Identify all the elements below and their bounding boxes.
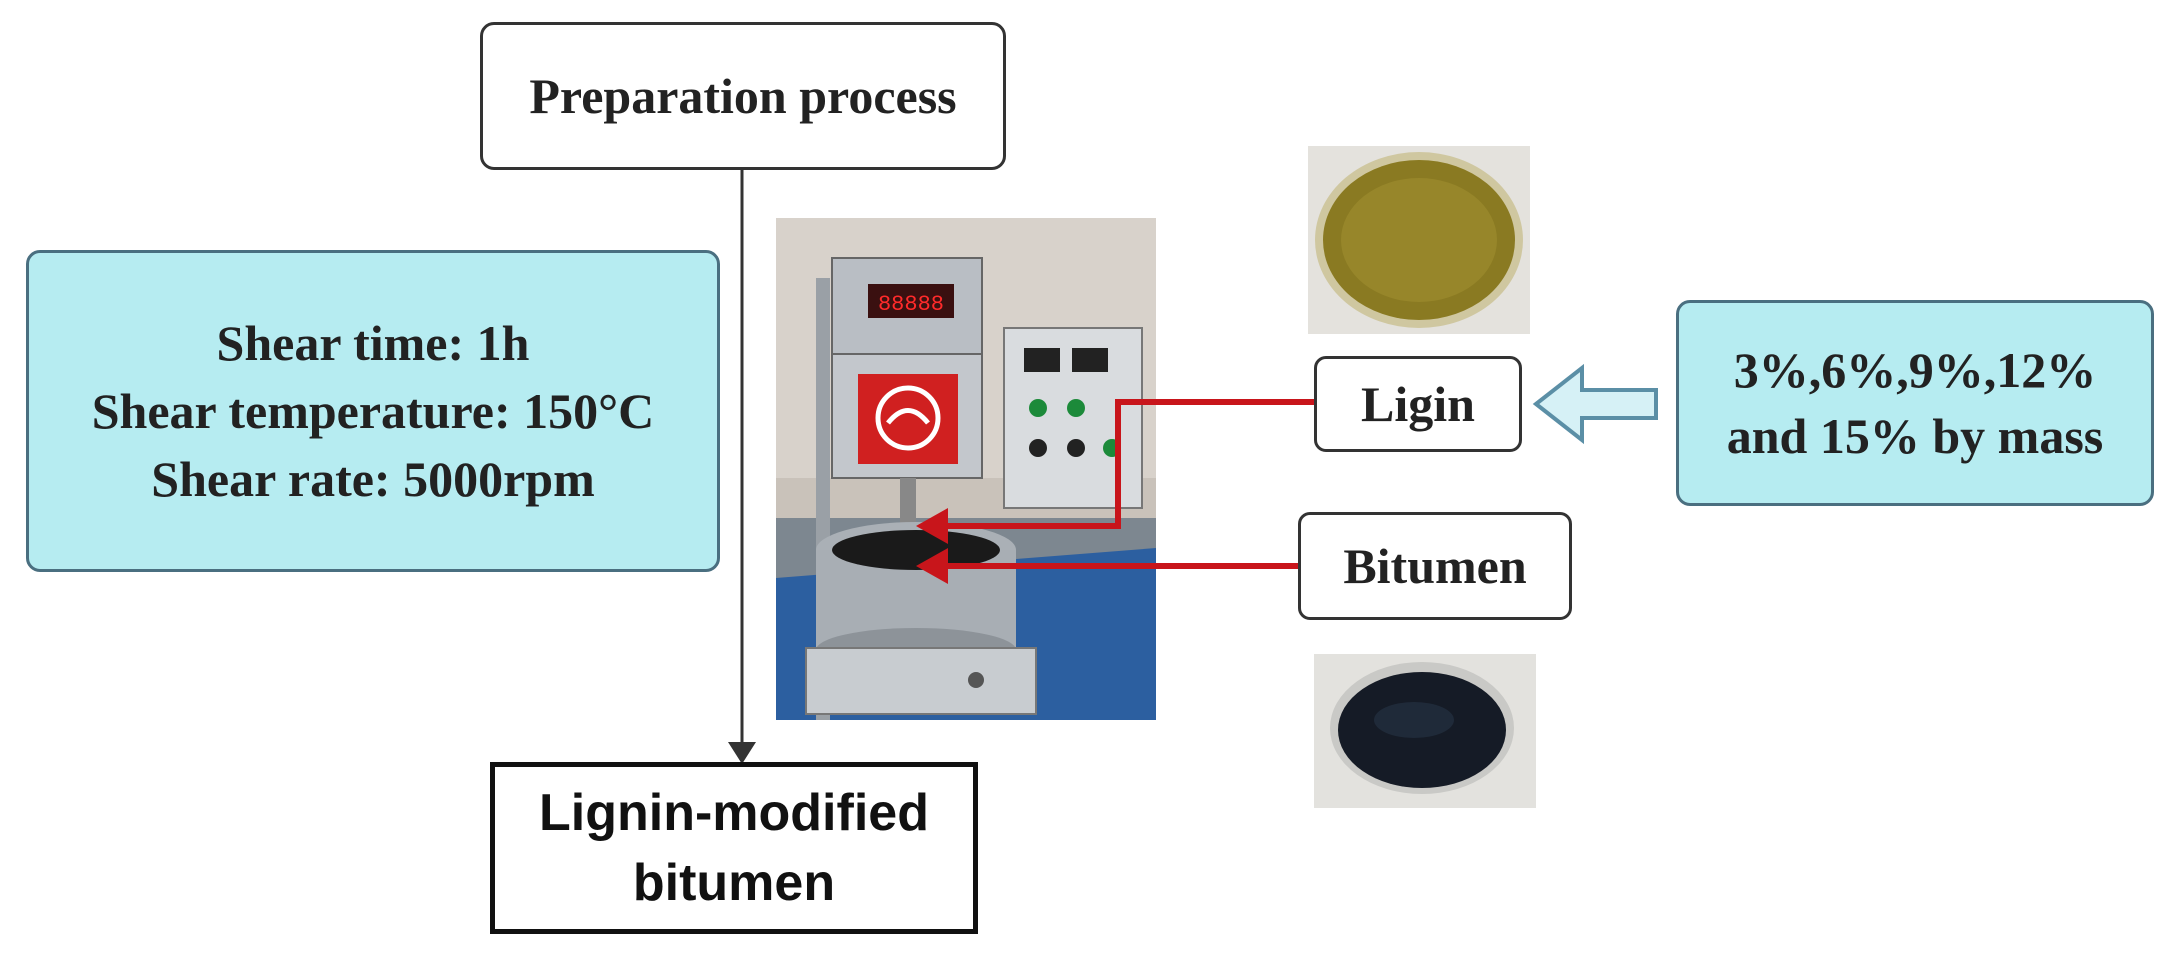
lignin-sample-photo [1308,146,1530,334]
bitumen-sample-photo [1314,654,1536,808]
preparation-process-box: Preparation process [480,22,1006,170]
ligin-feed-arrowhead [916,508,948,544]
dosage-box: 3%,6%,9%,12% and 15% by mass [1676,300,2154,506]
flow-arrow-head [728,742,756,764]
preparation-process-label: Preparation process [529,68,957,124]
ligin-box: Ligin [1314,356,1522,452]
shear-temperature-text: Shear temperature: 150°C [91,383,655,439]
dosage-block-arrow [1532,363,1658,445]
dosage-line-1: 3%,6%,9%,12% [1733,342,2097,398]
result-line-1: Lignin-modified [539,784,929,842]
bitumen-box: Bitumen [1298,512,1572,620]
result-box: Lignin-modified bitumen [490,762,978,934]
shear-mixer-photo: 88888 [776,218,1156,720]
shear-rate-text: Shear rate: 5000rpm [151,451,595,507]
shear-parameters-box: Shear time: 1h Shear temperature: 150°C … [26,250,720,572]
bitumen-label: Bitumen [1343,538,1527,594]
ligin-feed-arrow [942,399,1314,529]
svg-text:88888: 88888 [878,292,944,317]
shear-time-text: Shear time: 1h [216,315,530,371]
ligin-label: Ligin [1361,376,1475,432]
dosage-line-2: and 15% by mass [1726,408,2104,464]
bitumen-feed-arrowhead [916,548,948,584]
result-line-2: bitumen [632,854,836,912]
